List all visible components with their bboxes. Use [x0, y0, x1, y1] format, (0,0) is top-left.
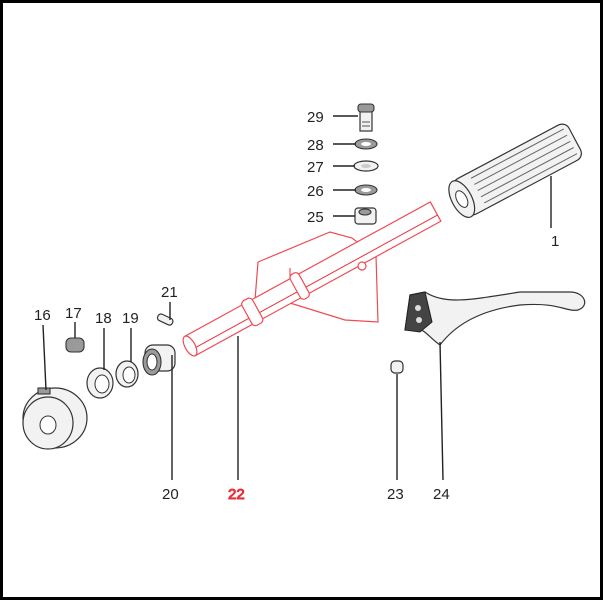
label-25: 25	[307, 209, 324, 226]
label-28: 28	[307, 137, 324, 154]
part-25-nut[interactable]	[354, 207, 377, 225]
part-23-nipple[interactable]	[390, 360, 404, 374]
label-21: 21	[161, 284, 178, 301]
label-16: 16	[34, 307, 51, 324]
leader-lines	[42, 115, 552, 481]
label-29: 29	[307, 109, 324, 126]
part-28-washer[interactable]	[354, 138, 378, 150]
part-1-grip[interactable]	[444, 121, 585, 221]
label-17: 17	[65, 305, 82, 322]
label-22: 22	[228, 486, 245, 503]
part-21-clip[interactable]	[156, 313, 174, 326]
label-23: 23	[387, 486, 404, 503]
part-17-pin[interactable]	[65, 337, 85, 353]
label-1: 1	[551, 233, 559, 250]
part-20-bushing[interactable]	[142, 344, 176, 376]
label-20: 20	[162, 486, 179, 503]
label-19: 19	[122, 310, 139, 327]
label-27: 27	[307, 159, 324, 176]
part-16-switch-housing[interactable]	[22, 387, 88, 450]
part-18-washer[interactable]	[86, 367, 114, 399]
label-26: 26	[307, 183, 324, 200]
part-27-washer[interactable]	[353, 160, 379, 172]
part-26-washer[interactable]	[354, 184, 378, 196]
part-29-screw[interactable]	[357, 103, 375, 132]
part-24-lever[interactable]	[404, 291, 586, 346]
part-19-washer[interactable]	[115, 360, 139, 388]
label-24: 24	[433, 486, 450, 503]
label-18: 18	[95, 310, 112, 327]
part-22-handlebar-tube[interactable]	[179, 199, 442, 360]
